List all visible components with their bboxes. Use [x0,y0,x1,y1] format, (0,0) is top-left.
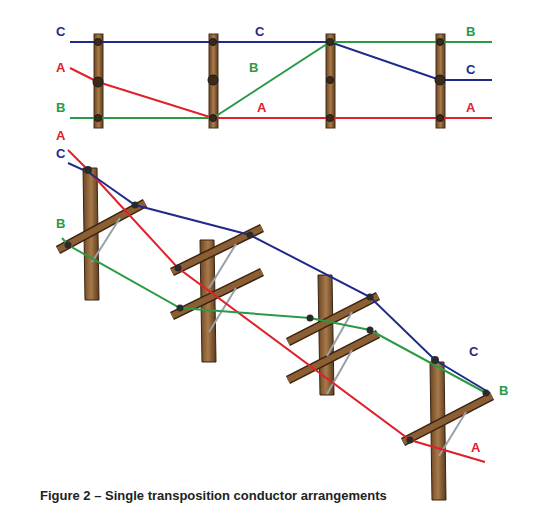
phase-label: A [55,128,66,143]
phase-label: C [468,344,479,359]
schematic-insulators [93,39,445,122]
pole-conductors [62,150,490,462]
phase-label: A [55,60,66,75]
phase-label: B [465,24,476,39]
phase-label: C [55,24,66,39]
phase-label: A [256,100,267,115]
phase-label: B [498,383,509,398]
phase-label: B [55,100,66,115]
phase-label: B [55,216,66,231]
phase-label: C [254,24,265,39]
pole-insulators [65,166,490,444]
schematic-conductors [70,42,492,118]
phase-label: C [55,146,66,161]
figure-caption: Figure 2 – Single transposition conducto… [40,488,387,504]
pole-illustration [58,168,492,500]
phase-label: C [465,62,476,77]
phase-label: B [248,60,259,75]
phase-label: A [470,440,481,455]
phase-label: A [465,100,476,115]
